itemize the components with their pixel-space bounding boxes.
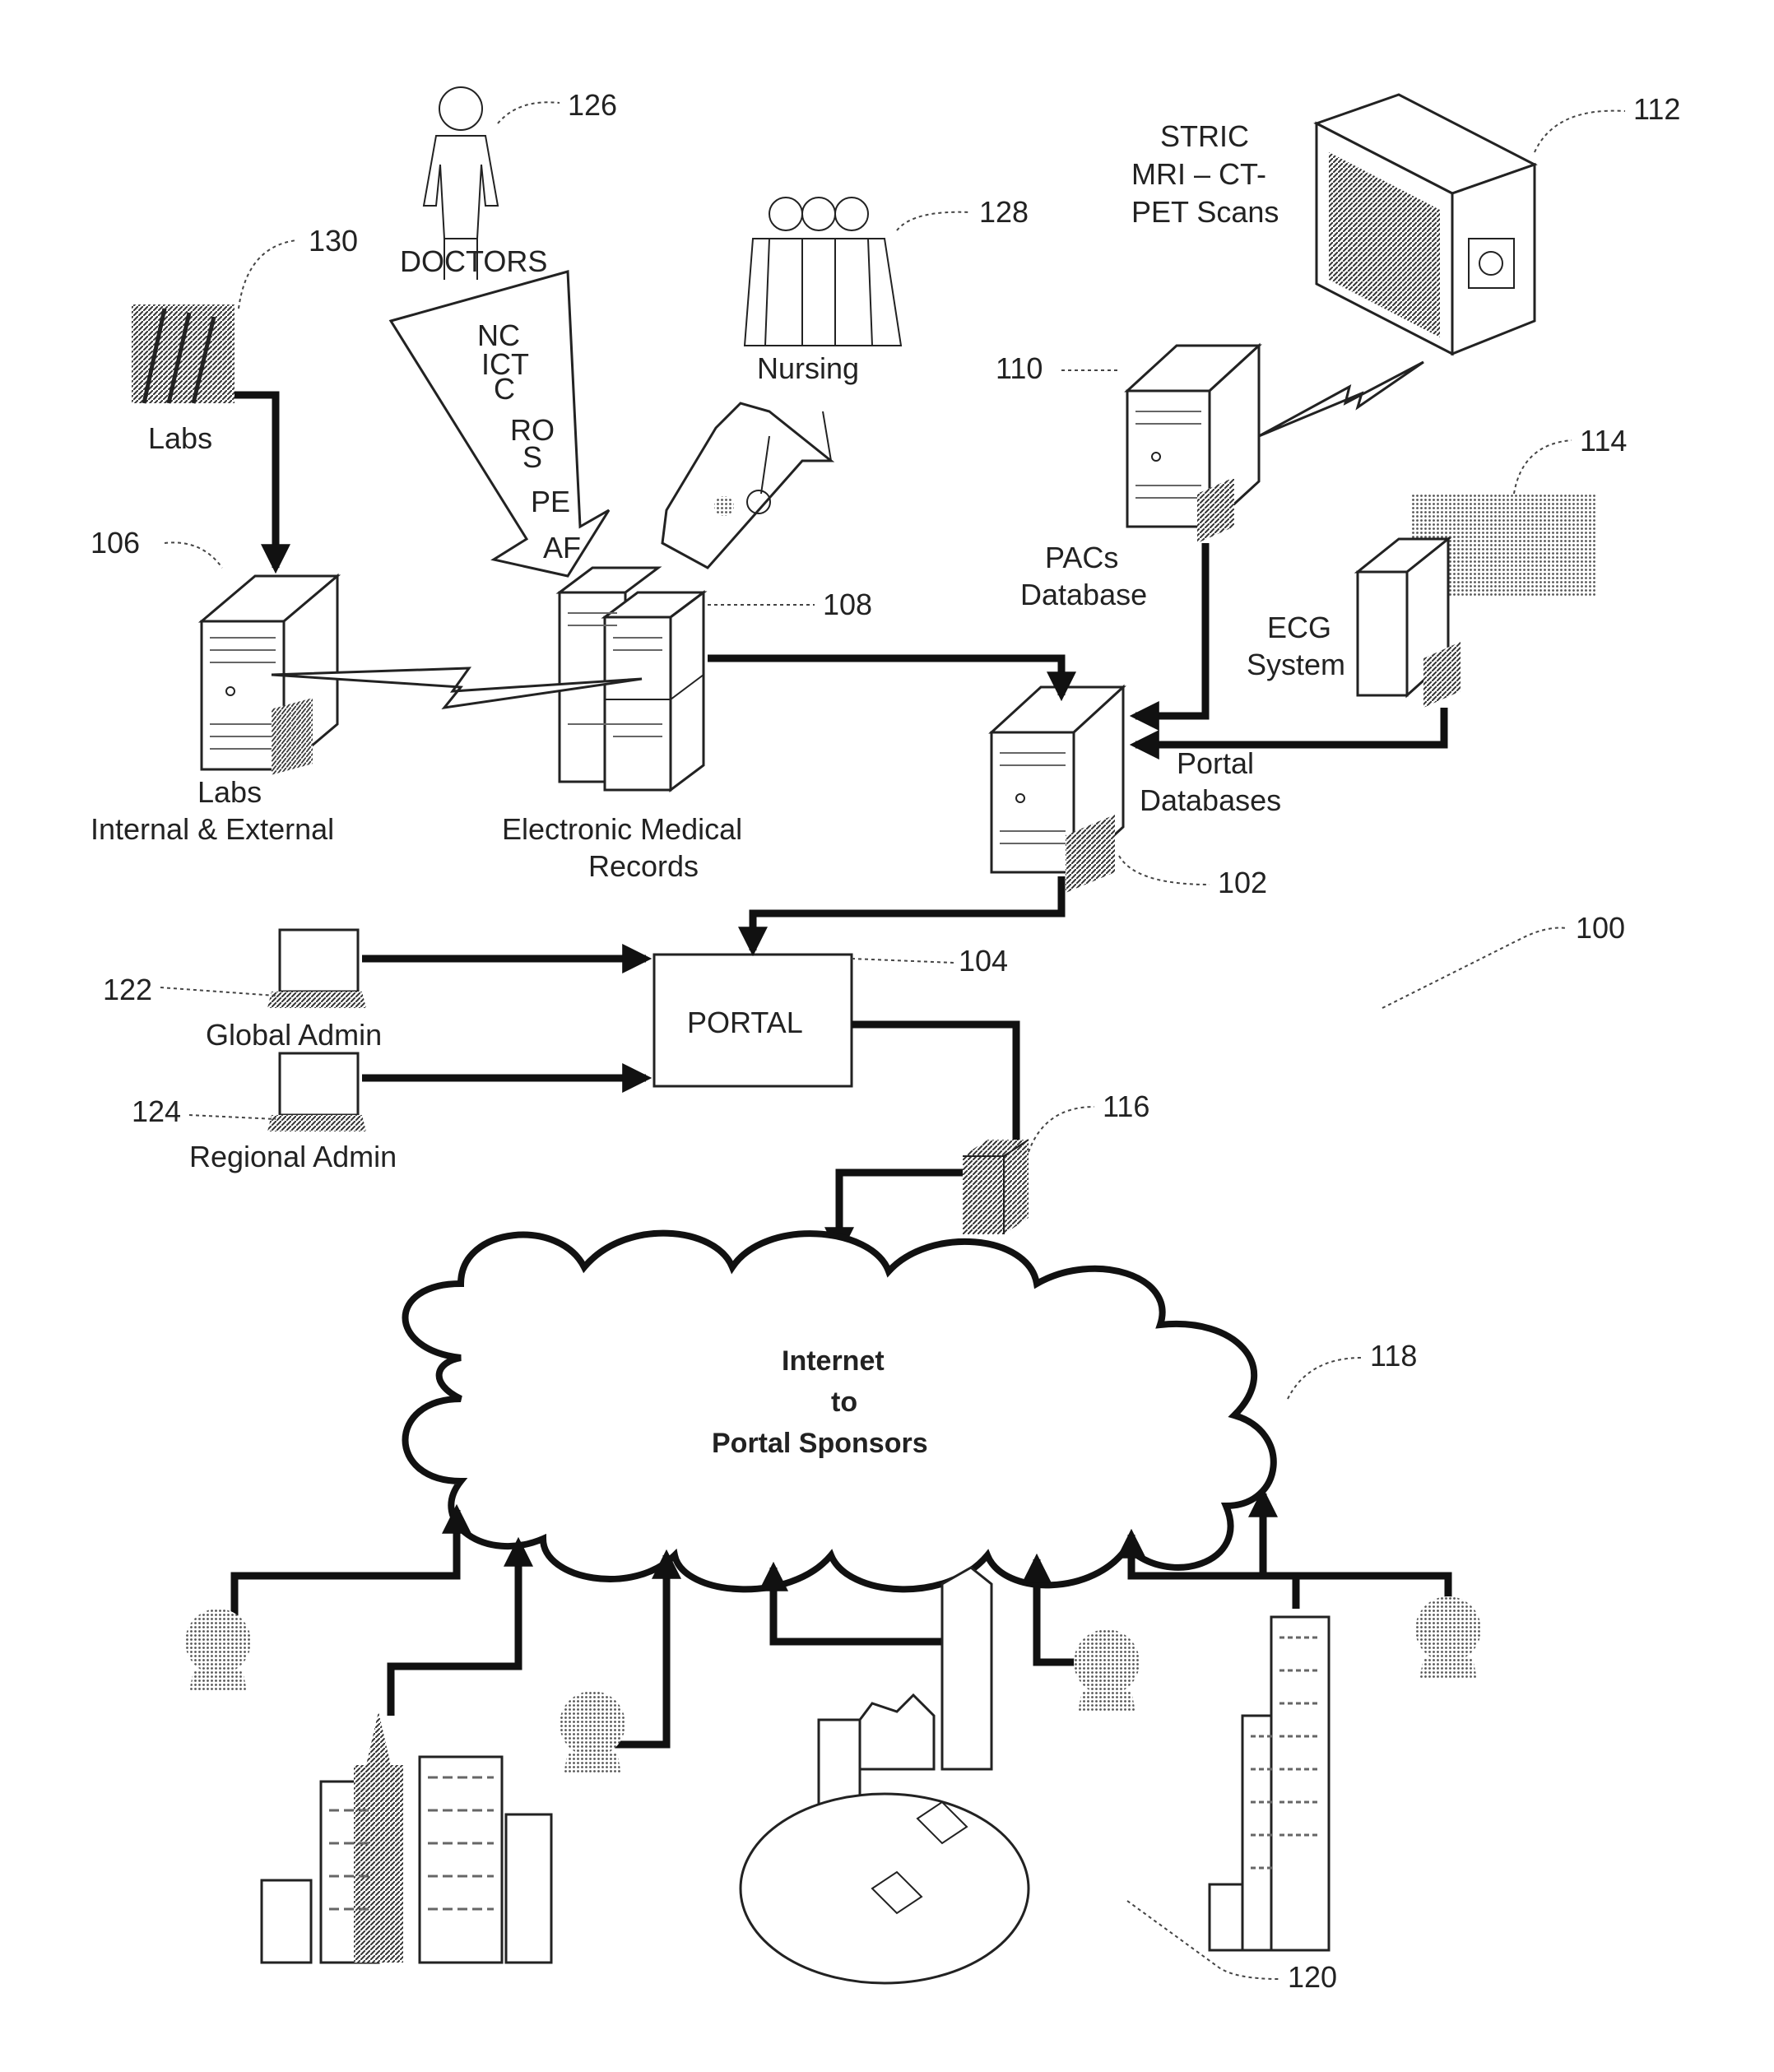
arrow-text-pe: PE bbox=[531, 485, 570, 518]
stric-label-3: PET Scans bbox=[1131, 195, 1279, 229]
labs-server-icon bbox=[197, 573, 341, 775]
city-buildings-left-icon bbox=[260, 1712, 553, 1964]
connector-portal-db-to-portal bbox=[738, 876, 1066, 957]
emr-server-cluster-icon bbox=[555, 566, 708, 792]
regional-admin-computer-icon bbox=[267, 1052, 366, 1131]
sponsor-connectors bbox=[230, 1487, 1452, 1749]
pacs-label-1: PACs bbox=[1045, 541, 1118, 574]
connector-pacs-to-portal-db bbox=[1129, 543, 1210, 731]
firewall-icon bbox=[963, 1139, 1029, 1234]
city-buildings-right-icon bbox=[1208, 1615, 1330, 1952]
internet-label-1: Internet bbox=[782, 1345, 885, 1377]
nursing-figures bbox=[743, 197, 903, 346]
nursing-input-arrow bbox=[661, 402, 835, 569]
ref-104: 104 bbox=[959, 944, 1008, 978]
arrow-text-af: AF bbox=[543, 531, 581, 564]
ecg-label-1: ECG bbox=[1267, 611, 1331, 644]
leader-106 bbox=[164, 541, 223, 569]
portal-label: PORTAL bbox=[687, 1006, 803, 1039]
ref-106: 106 bbox=[91, 526, 140, 560]
ref-112: 112 bbox=[1633, 92, 1680, 126]
leader-100 bbox=[1382, 927, 1568, 1009]
labs-label: Labs bbox=[148, 421, 212, 455]
regional-admin-label: Regional Admin bbox=[189, 1140, 397, 1173]
global-admin-computer-icon bbox=[267, 928, 366, 1008]
arrow-text-s: S bbox=[522, 440, 542, 474]
portal-box bbox=[652, 953, 853, 1088]
connector-ecg-to-portal-db bbox=[1129, 708, 1448, 760]
connector-emr-to-portal-db bbox=[708, 654, 1076, 702]
ref-114: 114 bbox=[1580, 424, 1627, 458]
leader-126 bbox=[497, 101, 560, 124]
ref-108: 108 bbox=[823, 588, 872, 621]
scanner-icon bbox=[1313, 93, 1538, 356]
connector-portal-to-firewall bbox=[852, 1020, 1020, 1160]
sponsor-pc-icon bbox=[1415, 1596, 1481, 1679]
emr-label-2: Records bbox=[588, 849, 699, 883]
emr-label-1: Electronic Medical bbox=[502, 812, 742, 846]
pacs-server-icon bbox=[1124, 342, 1262, 543]
ref-110: 110 bbox=[996, 351, 1043, 385]
thermometer-icon bbox=[714, 435, 771, 516]
doctors-label: DOCTORS bbox=[400, 244, 547, 278]
portal-db-label-2: Databases bbox=[1140, 783, 1281, 817]
labs-server-label-1: Labs bbox=[197, 775, 262, 809]
ref-118: 118 bbox=[1370, 1339, 1417, 1373]
nursing-label: Nursing bbox=[757, 351, 859, 385]
labs-server-label-2: Internal & External bbox=[91, 812, 334, 846]
leader-130 bbox=[238, 239, 297, 309]
stric-label-1: STRIC bbox=[1160, 119, 1249, 153]
ref-100: 100 bbox=[1576, 911, 1625, 945]
ref-130: 130 bbox=[309, 224, 358, 258]
scanner-pacs-wireless-link bbox=[1258, 360, 1424, 438]
arrow-text-ict: ICT bbox=[481, 347, 529, 381]
doctor-figure bbox=[422, 86, 499, 280]
ref-102: 102 bbox=[1218, 866, 1267, 899]
sponsor-pc-icon bbox=[1074, 1629, 1140, 1712]
leader-102 bbox=[1118, 855, 1210, 885]
arrow-text-nc: NC bbox=[477, 318, 520, 352]
ecg-label-2: System bbox=[1247, 648, 1345, 681]
ref-128: 128 bbox=[979, 195, 1029, 229]
sponsor-pc-icon bbox=[560, 1691, 625, 1773]
leader-118 bbox=[1287, 1357, 1363, 1400]
ecg-server-icon bbox=[1354, 536, 1461, 708]
ref-122: 122 bbox=[103, 973, 152, 1006]
portal-db-label-1: Portal bbox=[1177, 746, 1254, 780]
leader-124 bbox=[188, 1114, 276, 1120]
leader-116 bbox=[1028, 1106, 1095, 1153]
leader-122 bbox=[160, 987, 276, 997]
lab-emr-wireless-link bbox=[271, 667, 643, 710]
leader-128 bbox=[896, 211, 972, 231]
internet-label-3: Portal Sponsors bbox=[712, 1428, 928, 1459]
doctors-input-arrow: NC ICT C RO S PE AF bbox=[388, 270, 611, 578]
connector-firewall-to-internet bbox=[824, 1168, 963, 1257]
ref-124: 124 bbox=[132, 1094, 181, 1128]
arrow-text-ro: RO bbox=[510, 413, 555, 447]
leader-114 bbox=[1513, 439, 1572, 495]
global-admin-label: Global Admin bbox=[206, 1018, 382, 1052]
ref-126: 126 bbox=[568, 88, 617, 122]
connector-labs-to-server bbox=[235, 391, 290, 574]
portal-database-server-icon bbox=[988, 684, 1126, 893]
arrow-text-c: C bbox=[494, 372, 515, 406]
leader-104 bbox=[851, 958, 955, 964]
stric-label-2: MRI – CT- bbox=[1131, 157, 1266, 191]
ref-120: 120 bbox=[1288, 1960, 1337, 1994]
labs-test-tubes-icon bbox=[132, 304, 235, 404]
sponsor-pc-icon bbox=[185, 1609, 251, 1691]
leader-112 bbox=[1534, 109, 1626, 153]
ref-116: 116 bbox=[1103, 1089, 1149, 1123]
internet-label-2: to bbox=[831, 1387, 857, 1418]
leader-120 bbox=[1126, 1900, 1280, 1980]
pacs-label-2: Database bbox=[1020, 578, 1147, 611]
sponsor-campus-icon bbox=[739, 1566, 1030, 1985]
